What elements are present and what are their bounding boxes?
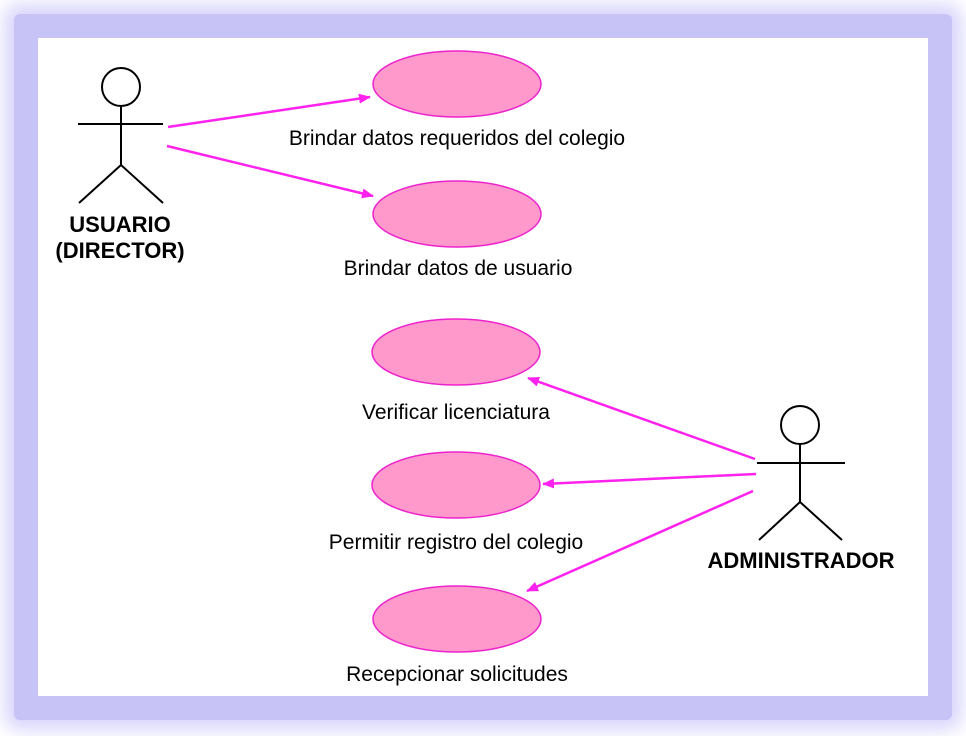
actor-admin-head (780, 405, 820, 445)
association-arrow-admin-to-uc4 (526, 489, 754, 593)
association-arrow-director-to-uc0 (167, 93, 371, 129)
use-case-ellipse (372, 50, 542, 118)
association-arrow-admin-to-uc3 (542, 472, 757, 489)
use-case-ellipse (372, 180, 542, 248)
actor-director-label-line2: (DIRECTOR) (55, 238, 184, 263)
actor-director: USUARIO (DIRECTOR) (55, 67, 185, 263)
actor-admin: ADMINISTRADOR (708, 405, 895, 573)
use-case-ellipse (372, 585, 542, 653)
association-arrow-admin-to-uc2 (527, 376, 756, 461)
use-case-4: Recepcionar solicitudes (346, 585, 568, 686)
actor-admin-leg-right (799, 501, 843, 541)
use-case-ellipse (371, 451, 541, 519)
use-case-label: Permitir registro del colegio (329, 531, 583, 554)
use-case-label: Recepcionar solicitudes (346, 663, 568, 686)
use-case-label: Verificar licenciatura (362, 401, 550, 424)
use-case-1: Brindar datos de usuario (344, 180, 573, 280)
use-case-2: Verificar licenciatura (362, 318, 550, 424)
use-case-0: Brindar datos requeridos del colegio (289, 50, 625, 150)
actor-admin-leg-left (758, 501, 801, 541)
actor-director-head (101, 67, 141, 107)
use-case-label: Brindar datos requeridos del colegio (289, 127, 625, 150)
use-case-ellipse (371, 318, 541, 386)
actor-director-leg-left (78, 164, 122, 204)
use-case-label: Brindar datos de usuario (344, 257, 573, 280)
association-arrow-director-to-uc1 (166, 144, 374, 199)
use-case-3: Permitir registro del colegio (329, 451, 583, 554)
actor-director-leg-right (120, 164, 164, 204)
actor-director-label-line1: USUARIO (69, 212, 170, 237)
actor-admin-label: ADMINISTRADOR (708, 548, 895, 573)
